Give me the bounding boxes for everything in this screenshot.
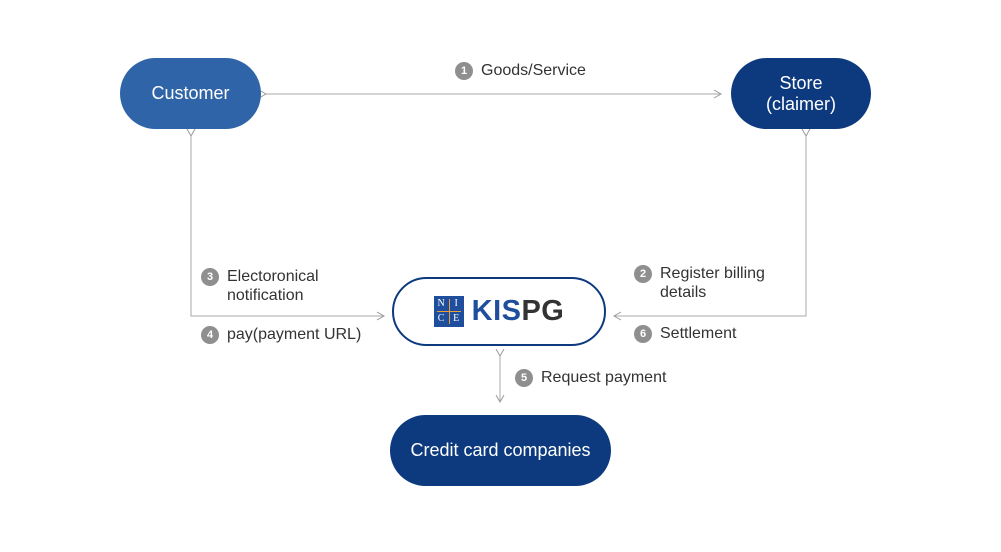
step-4-text: pay(payment URL) xyxy=(227,326,362,343)
step-4-label: 4 pay(payment URL) xyxy=(201,325,361,344)
kispg-node: N I C E KIS PG xyxy=(392,277,606,346)
step-3-text-line1: Electoronical xyxy=(227,268,319,285)
kispg-logo-kis: KIS xyxy=(471,295,522,327)
step-2-text-line1: Register billing xyxy=(660,265,765,282)
arrow-store-kispg xyxy=(612,128,811,321)
step-6-badge: 6 xyxy=(634,325,652,343)
customer-label: Customer xyxy=(151,83,230,103)
step-1-badge: 1 xyxy=(455,62,473,80)
credit-card-companies-label: Credit card companies xyxy=(410,440,591,460)
step-2-badge: 2 xyxy=(634,265,652,283)
arrow-customer-kispg xyxy=(186,128,386,321)
step-1-label: 1 Goods/Service xyxy=(455,61,586,80)
kispg-logo-pg: PG xyxy=(521,295,565,327)
step-3-label: 3 Electoronical notification xyxy=(201,267,319,305)
step-4-badge: 4 xyxy=(201,326,219,344)
step-3-text-line2: notification xyxy=(227,287,304,304)
step-6-text: Settlement xyxy=(660,325,737,342)
step-2-label: 2 Register billing details xyxy=(634,264,765,302)
step-6-label: 6 Settlement xyxy=(634,324,736,343)
customer-node: Customer xyxy=(120,58,261,129)
step-5-label: 5 Request payment xyxy=(515,368,666,387)
credit-card-companies-node: Credit card companies xyxy=(390,415,611,486)
nice-logo-icon: N I C E xyxy=(433,296,464,327)
step-3-badge: 3 xyxy=(201,268,219,286)
store-node: Store (claimer) xyxy=(731,58,871,129)
step-1-text: Goods/Service xyxy=(481,62,586,79)
step-5-text: Request payment xyxy=(541,369,667,386)
step-2-text-line2: details xyxy=(660,284,707,301)
step-5-badge: 5 xyxy=(515,369,533,387)
store-label-line1: Store xyxy=(779,72,823,93)
store-label-line2: (claimer) xyxy=(766,93,836,114)
